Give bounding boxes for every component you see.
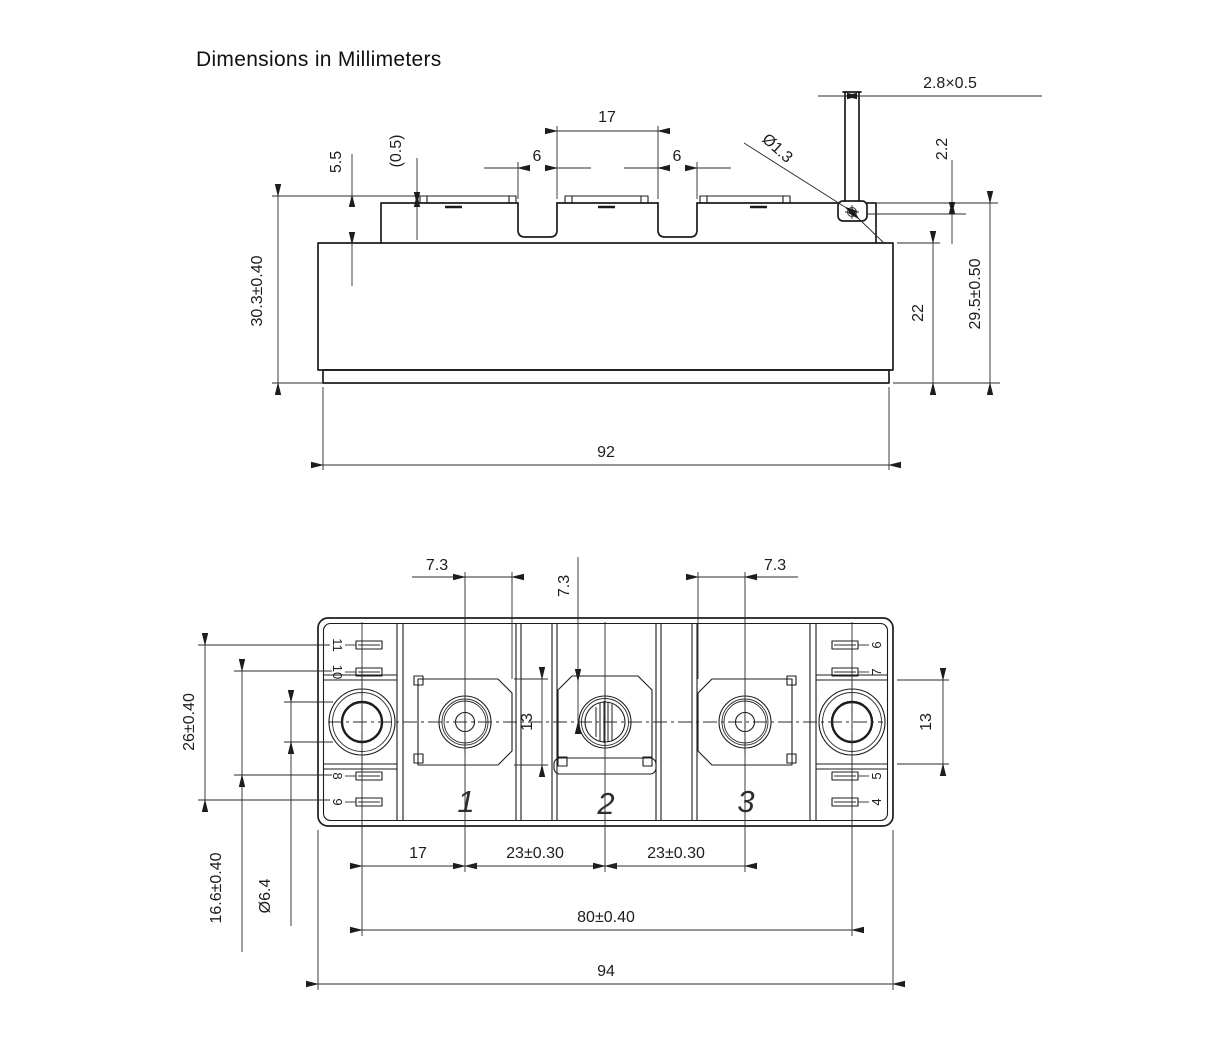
dim-slot-width-right-label: 6 <box>673 148 682 165</box>
dim-offset-left-label: 7.3 <box>426 557 448 574</box>
pin-9-label: 9 <box>330 798 345 805</box>
pin-slot <box>831 640 869 807</box>
dim-mount-to-terminal-label: 17 <box>409 845 427 862</box>
pin-10-label: 10 <box>330 665 345 679</box>
dim-mount-hole-diameter-label: Ø6.4 <box>257 879 274 914</box>
dim-pad-height-left-label: 13 <box>519 713 536 731</box>
dim-overall-height-label: 30.3±0.40 <box>249 255 266 326</box>
module-side-outline <box>317 202 894 384</box>
top-view: 17 6 6 2.8×0.5 Ø1.3 2.2 5.5 (0.5) 30.3±0… <box>249 75 1042 470</box>
pin-6-label: 6 <box>869 641 884 648</box>
centerlines <box>328 682 883 762</box>
top-view-extension-lines <box>272 126 1000 470</box>
pin-8-label: 8 <box>330 772 345 779</box>
dim-pin-row-span-label: 26±0.40 <box>181 693 198 751</box>
dim-terminal-plane-height-label: 5.5 <box>328 151 345 173</box>
dim-body-height-label: 22 <box>910 304 927 322</box>
dim-offset-mid-label: 7.3 <box>556 575 573 597</box>
terminal-plates <box>419 195 791 209</box>
terminal-pads <box>413 675 797 775</box>
pin-11-label: 11 <box>330 638 345 652</box>
bottom-view-dimension-lines <box>201 573 947 988</box>
terminal-3-label: 3 <box>737 784 754 819</box>
dim-terminal-pitch-b-label: 23±0.30 <box>647 845 705 862</box>
top-view-dimension-lines <box>274 92 1042 469</box>
dim-tab-hole-diameter-label: Ø1.3 <box>758 131 795 167</box>
dim-tab-cross-section-label: 2.8×0.5 <box>923 75 977 92</box>
dim-pin-row-inner-span-label: 16.6±0.40 <box>208 852 225 923</box>
dim-slot-spacing-label: 17 <box>598 109 616 126</box>
pin-7-label: 7 <box>869 668 884 675</box>
dim-offset-right-label: 7.3 <box>764 557 786 574</box>
dim-lid-height-label: 29.5±0.50 <box>967 258 984 329</box>
dim-tab-hole-offset-label: 2.2 <box>934 138 951 160</box>
page-title: Dimensions in Millimeters <box>196 48 442 71</box>
bottom-view-extension-lines <box>198 557 949 990</box>
fast-on-tab <box>837 91 868 222</box>
dim-terminal-pitch-a-label: 23±0.30 <box>506 845 564 862</box>
bottom-view: 11 10 8 9 6 7 5 4 1 2 3 <box>181 557 949 990</box>
dim-baseplate-width-label: 92 <box>597 444 615 461</box>
aux-pins-left: 11 10 8 9 <box>330 638 383 807</box>
dim-mount-hole-span-label: 80±0.40 <box>577 909 635 926</box>
aux-pins-right: 6 7 5 4 <box>831 640 884 807</box>
pin-4-label: 4 <box>869 798 884 805</box>
baseplate <box>322 369 890 384</box>
terminal-1-label: 1 <box>457 784 474 819</box>
dim-slot-width-left-label: 6 <box>533 148 542 165</box>
pin-5-label: 5 <box>869 772 884 779</box>
pin-slot <box>345 640 383 807</box>
terminal-2-label: 2 <box>596 786 614 821</box>
dim-plate-thickness-label: (0.5) <box>388 135 405 168</box>
dim-pad-height-right-label: 13 <box>918 713 935 731</box>
dim-overall-width-label: 94 <box>597 963 615 980</box>
